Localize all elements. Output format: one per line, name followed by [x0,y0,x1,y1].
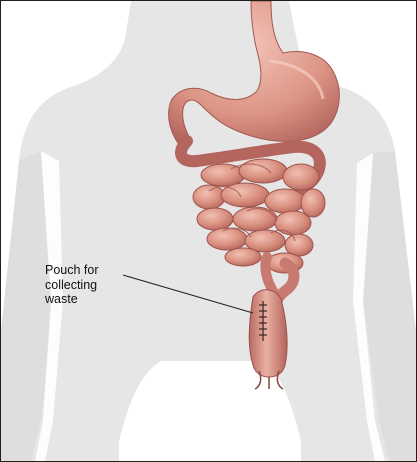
pouch-label-line-3: waste [45,292,155,307]
pouch-label-line-2: collecting [45,278,155,293]
pouch-label-line-1: Pouch for [45,263,155,278]
pouch-label: Pouch for collecting waste [45,263,155,307]
